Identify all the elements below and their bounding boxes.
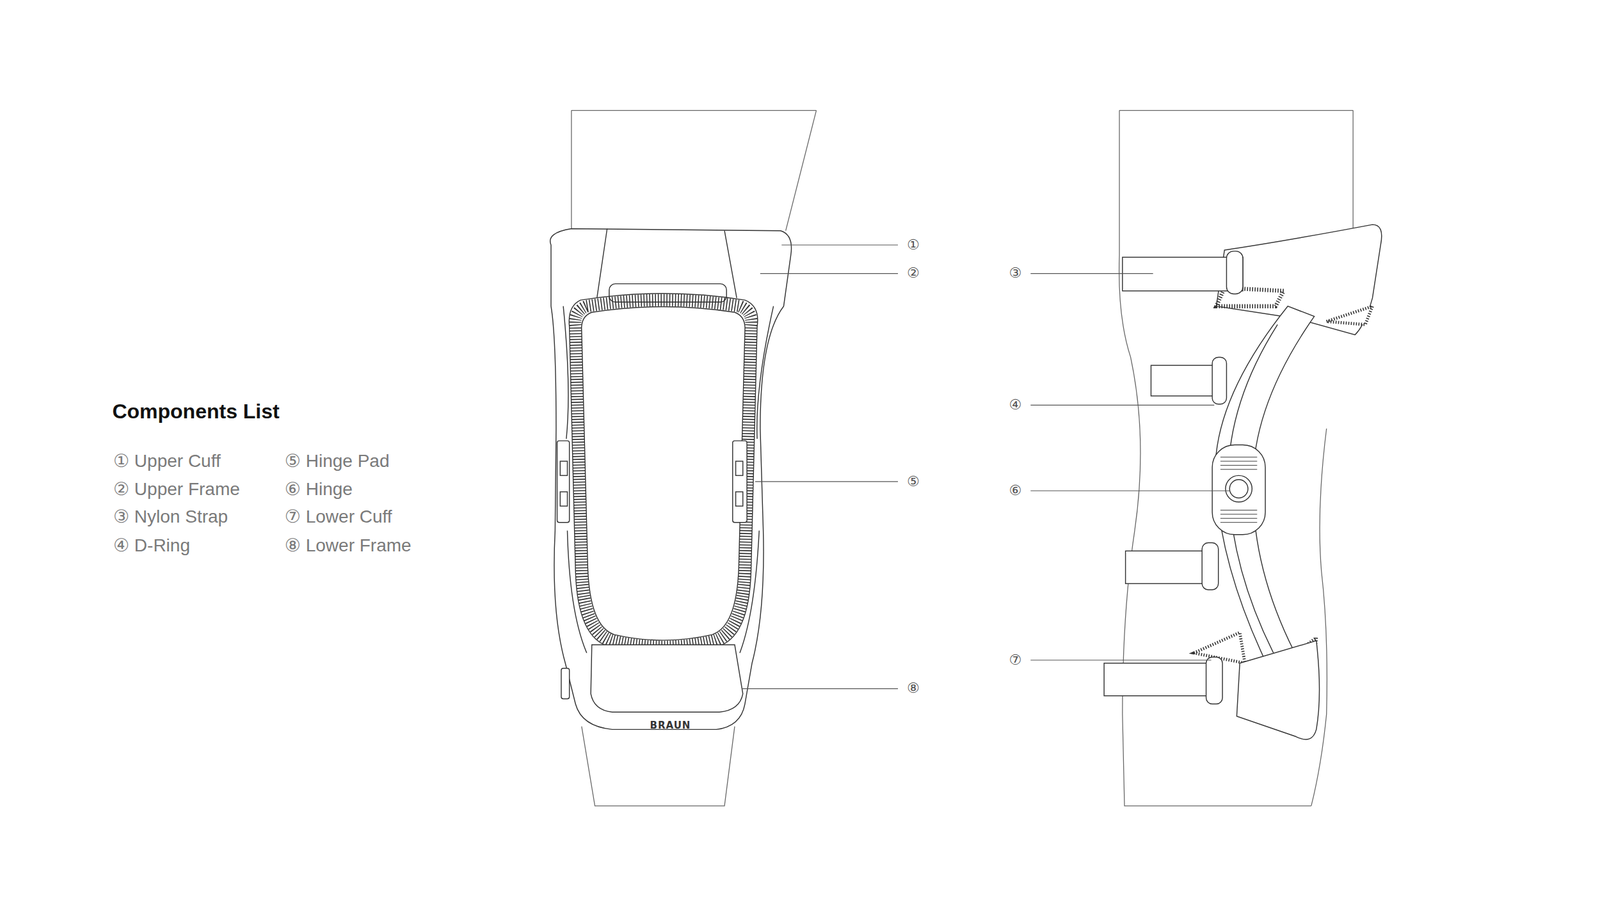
leader-lines bbox=[741, 245, 1230, 690]
callout-number: ⑥ bbox=[1008, 483, 1023, 499]
component-entry: ⑦ Lower Cuff bbox=[284, 507, 393, 528]
callout-number: ④ bbox=[1008, 397, 1023, 413]
component-entry: ⑥ Hinge bbox=[284, 480, 353, 500]
callout-number: ⑤ bbox=[906, 473, 921, 489]
component-entry: ④ D-Ring bbox=[113, 536, 191, 557]
leg-outline bbox=[571, 110, 1353, 807]
component-entry: ② Upper Frame bbox=[113, 480, 240, 500]
brand-logo: BRAUN bbox=[650, 720, 692, 731]
component-entry: ⑧ Lower Frame bbox=[284, 536, 412, 557]
callout-number: ⑧ bbox=[906, 680, 921, 697]
callout-number: ③ bbox=[1008, 265, 1023, 281]
callout-number: ⑦ bbox=[1008, 652, 1023, 668]
side-brace bbox=[1104, 224, 1382, 740]
callout-number: ① bbox=[906, 237, 921, 253]
callout-number: ② bbox=[906, 265, 921, 281]
list-heading: Components List bbox=[112, 401, 280, 424]
front-brace bbox=[550, 229, 792, 731]
component-entry: ① Upper Cuff bbox=[113, 451, 221, 472]
component-entry: ⑤ Hinge Pad bbox=[284, 451, 390, 472]
component-entry: ③ Nylon Strap bbox=[113, 507, 228, 528]
